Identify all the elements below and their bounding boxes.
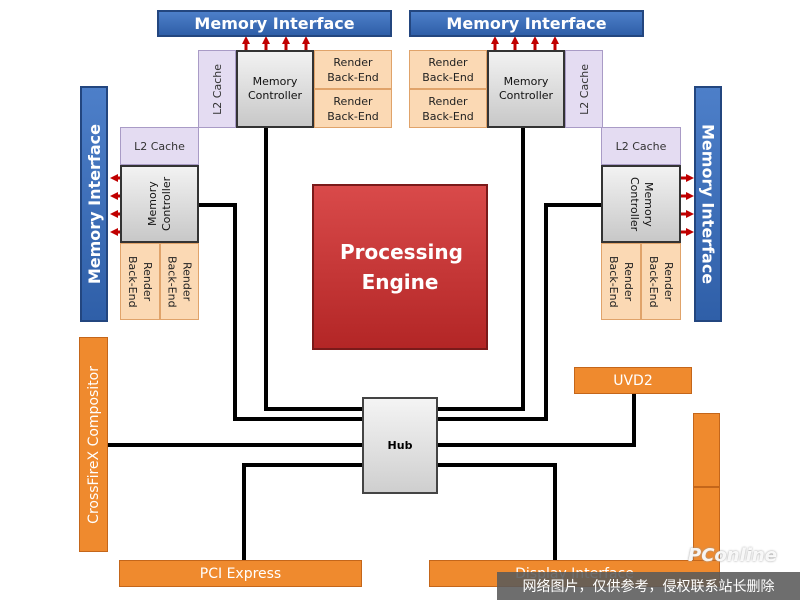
render-backend-label: Render Back-End xyxy=(165,255,194,308)
uvd2-block: UVD2 xyxy=(574,367,692,394)
crossfirex-label: CrossFireX Compositor xyxy=(85,365,102,524)
wire-top-left xyxy=(264,128,362,411)
uvd-label: UVD2 xyxy=(613,372,653,389)
memory-interface-top-right: Memory Interface xyxy=(409,10,644,37)
pci-express-label: PCI Express xyxy=(199,565,282,582)
wire-right xyxy=(437,203,601,421)
memory-controller-left: Memory Controller xyxy=(120,165,199,243)
memory-controller-label: Memory Controller xyxy=(247,75,303,102)
l2-cache-top-left: L2 Cache xyxy=(198,50,236,128)
memory-controller-label: Memory Controller xyxy=(628,176,655,232)
memory-interface-label: Memory Interface xyxy=(194,14,355,33)
hub-label: Hub xyxy=(387,439,413,452)
render-backend-label: Render Back-End xyxy=(327,55,379,84)
memory-controller-top-left: Memory Controller xyxy=(236,50,314,128)
wire-top-right xyxy=(437,128,525,411)
memory-arrows xyxy=(110,36,694,236)
render-backend-right-1: Render Back-End xyxy=(601,243,641,320)
render-backend-label: Render Back-End xyxy=(607,255,635,308)
memory-controller-label: Memory Controller xyxy=(145,176,173,232)
wire-left xyxy=(199,203,362,421)
l2-cache-label: L2 Cache xyxy=(615,139,667,153)
l2-cache-left: L2 Cache xyxy=(120,127,199,165)
processing-engine-label: Processing Engine xyxy=(340,240,463,294)
l2-cache-top-right: L2 Cache xyxy=(565,50,603,128)
render-backend-label: Render Back-End xyxy=(647,255,675,308)
processing-engine: Processing Engine xyxy=(312,184,488,350)
memory-controller-right: Memory Controller xyxy=(601,165,681,243)
l2-cache-label: L2 Cache xyxy=(134,139,185,153)
memory-interface-label: Memory Interface xyxy=(698,123,718,285)
memory-interface-label: Memory Interface xyxy=(84,123,104,285)
wire-pci xyxy=(242,463,362,560)
memory-controller-label: Memory Controller xyxy=(498,75,554,102)
render-backend-label: Render Back-End xyxy=(422,55,474,84)
memory-interface-left: Memory Interface xyxy=(80,86,108,322)
render-backend-label: Render Back-End xyxy=(327,94,379,123)
l2-cache-label: L2 Cache xyxy=(577,63,591,115)
render-backend-right-2: Render Back-End xyxy=(641,243,681,320)
memory-interface-top-left: Memory Interface xyxy=(157,10,392,37)
render-backend-top-right-2: Render Back-End xyxy=(409,89,487,128)
watermark-banner: 网络图片，仅供参考，侵权联系站长删除 xyxy=(497,572,800,600)
wire-uvd xyxy=(437,394,636,447)
render-backend-top-left-2: Render Back-End xyxy=(314,89,392,128)
render-backend-label: Render Back-End xyxy=(126,255,154,308)
wire-display xyxy=(437,463,557,560)
render-backend-top-left-1: Render Back-End xyxy=(314,50,392,89)
pci-express-block: PCI Express xyxy=(119,560,362,587)
memory-interface-label: Memory Interface xyxy=(446,14,607,33)
io-block-right-upper xyxy=(693,413,720,487)
io-block-right-lower xyxy=(693,487,720,562)
render-backend-left-1: Render Back-End xyxy=(120,243,160,320)
l2-cache-label: L2 Cache xyxy=(210,63,224,115)
render-backend-left-2: Render Back-End xyxy=(160,243,199,320)
pconline-logo: PConline xyxy=(688,545,777,566)
watermark-text: 网络图片，仅供参考，侵权联系站长删除 xyxy=(522,579,775,595)
hub: Hub xyxy=(362,397,438,494)
memory-controller-top-right: Memory Controller xyxy=(487,50,565,128)
render-backend-label: Render Back-End xyxy=(422,94,474,123)
render-backend-top-right-1: Render Back-End xyxy=(409,50,487,89)
memory-interface-right: Memory Interface xyxy=(694,86,722,322)
l2-cache-right: L2 Cache xyxy=(601,127,681,165)
crossfirex-compositor: CrossFireX Compositor xyxy=(79,337,108,552)
